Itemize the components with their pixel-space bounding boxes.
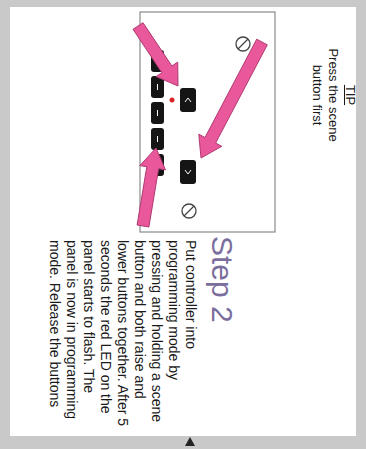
step-heading-holder: Step 2 xyxy=(204,236,240,386)
screw xyxy=(236,37,250,51)
red-led xyxy=(170,98,175,103)
pointer-arrow xyxy=(199,39,267,158)
wall-panel xyxy=(140,12,275,232)
sheet xyxy=(10,7,356,436)
raise-button xyxy=(180,88,196,112)
pointer-arrow xyxy=(133,23,178,86)
lower-button xyxy=(180,160,196,184)
pointer-arrows xyxy=(133,23,267,227)
tip-heading: TIP xyxy=(342,30,358,160)
pointer-arrow xyxy=(137,148,165,227)
button-mark xyxy=(157,110,158,116)
tip-text: Press the scene button first xyxy=(309,30,341,160)
scene-button xyxy=(151,102,164,124)
screw xyxy=(182,204,196,218)
instruction-text-holder: Put controller into programming mode by … xyxy=(46,240,199,430)
step-heading: Step 2 xyxy=(204,236,240,386)
tip-text-holder: Press the scene button first xyxy=(309,30,341,160)
scene-button xyxy=(151,128,164,150)
tip-heading-holder: TIP xyxy=(342,30,358,160)
page-arrow xyxy=(185,437,195,446)
button-mark xyxy=(157,84,158,90)
instruction-text: Put controller into programming mode by … xyxy=(46,240,199,430)
button-mark xyxy=(157,136,158,142)
